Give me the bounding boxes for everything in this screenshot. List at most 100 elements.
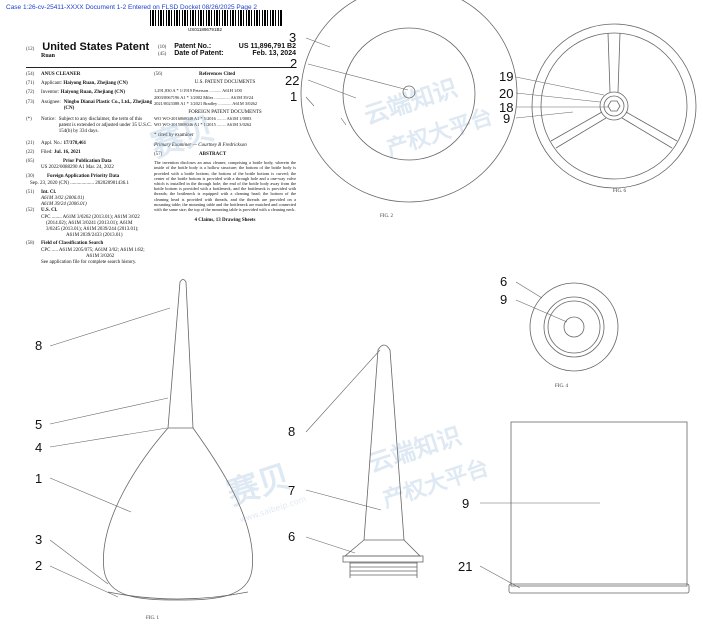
fig7-label-6: 6 <box>288 529 296 544</box>
fig6-hex-hole <box>607 100 621 112</box>
fig1-leader-2 <box>49 565 119 598</box>
fig8-cylinder <box>510 421 688 587</box>
fig2-label-1: 1 <box>290 89 298 104</box>
fig2-leader-3 <box>305 37 331 48</box>
patent-barcode <box>150 10 282 26</box>
foreign-priority: (30)Foreign Application Priority Data Se… <box>26 174 130 186</box>
fig1-leader-1 <box>49 477 132 513</box>
case-header-line: Case 1:26-cv-25411-XXXX Document 1-2 Ent… <box>6 4 257 11</box>
fig2-center-hole <box>402 85 416 99</box>
fig4-leader-9 <box>515 299 568 323</box>
fig7-leader-7 <box>305 489 382 511</box>
fig2-leader-22 <box>307 79 357 99</box>
barcode-number: US011896791B2 <box>188 27 222 32</box>
fig1-leader-4 <box>49 427 168 448</box>
fig1-label-2: 2 <box>35 558 43 573</box>
fig7-leader-8 <box>305 349 381 433</box>
fig8-base-ring <box>508 583 690 594</box>
fig6-hub-outer <box>599 91 629 121</box>
fig4-label-6: 6 <box>500 274 508 289</box>
references-heading: (56)References Cited <box>154 72 236 77</box>
us-cl: (52)U.S. Cl. CPC ........ A61M 3/0262 (2… <box>26 208 140 239</box>
fig6-outer-ring <box>531 23 697 189</box>
field-row: (21)Appl. No.: 17/378,461 <box>26 140 87 146</box>
field-search: (58)Field of Classification Search CPC .… <box>26 241 145 266</box>
fig2-inner-ring <box>342 27 476 161</box>
fig2-leader-1 <box>305 96 315 107</box>
field-row: (71)Applicant: Haiyong Ruan, Zhejiang (C… <box>26 81 128 87</box>
fig1-label-4: 4 <box>35 440 43 455</box>
foreign-docs-list: WO WO-2016068048 A1 * 5/2016 ........ A6… <box>154 116 252 128</box>
fig1-label-3: 3 <box>35 532 43 547</box>
fig4-caption: FIG. 4 <box>555 384 569 389</box>
fig1-leader-3 <box>49 539 109 585</box>
fig6-leader-9 <box>515 111 574 119</box>
fig6-spoke-left <box>550 111 607 149</box>
field-row: (*)Notice:Subject to any disclaimer, the… <box>26 117 152 135</box>
prior-publication: (65)Prior Publication Data US 2022/00882… <box>26 159 114 171</box>
fig6-label-9: 9 <box>503 111 511 126</box>
fig6-leader-20 <box>515 92 601 103</box>
abstract-text: The invention discloses an anus cleaner,… <box>154 160 296 213</box>
fig6-label-18: 18 <box>499 100 514 115</box>
fig2-label-22: 22 <box>285 73 300 88</box>
examiner: Primary Examiner — Courtney B Fredrickso… <box>154 142 247 148</box>
title-page: (12) United States Patent Ruan (10) Pate… <box>26 42 296 274</box>
fig4-leader-6 <box>515 281 543 299</box>
fig1-label-8: 8 <box>35 338 43 353</box>
fig6-spoke-top <box>607 32 621 93</box>
field-row: (73)Assignee:Ningbo Dianai Plastic Co., … <box>26 99 152 111</box>
right-column: (56)References Cited U.S. PATENT DOCUMEN… <box>154 72 296 224</box>
fig4-center-hole <box>563 316 585 338</box>
int-cl: (51)Int. Cl. A61M 3/02 (2006.01) A61M 39… <box>26 189 87 208</box>
fig1-leader-8 <box>49 307 171 347</box>
fig1-label-1: 1 <box>35 471 43 486</box>
title-divider <box>26 67 296 68</box>
fig2-label-2: 2 <box>290 56 298 71</box>
field-row: (54)ANUS CLEANER <box>26 72 81 77</box>
fig7-label-7: 7 <box>288 483 296 498</box>
fig1-label-5: 5 <box>35 417 43 432</box>
fig1-leader-5 <box>49 397 169 425</box>
abstract-heading: (57)ABSTRACT <box>154 152 227 158</box>
fig2-outer-ring <box>300 0 518 203</box>
fig1-bottom-band <box>107 591 249 600</box>
fig1-nozzle <box>167 279 194 429</box>
fig6-leader-19 <box>515 76 605 96</box>
us-docs-list: 1,291,830 A * 1/1919 Peterson ..........… <box>154 88 258 106</box>
fig6-inner-ring <box>540 32 688 180</box>
us-docs-heading: U.S. PATENT DOCUMENTS <box>194 80 256 86</box>
fig6-spoke-right <box>621 111 678 149</box>
patent-number: US 11,896,791 B2 <box>238 43 296 50</box>
fig7-leader-6 <box>305 536 356 554</box>
fig7-label-8: 8 <box>288 424 296 439</box>
fig2-leader-2 <box>307 63 409 91</box>
fig8-leader-21 <box>479 565 521 589</box>
fig8-label-21: 21 <box>458 559 473 574</box>
fig4-inner-ring <box>547 300 601 354</box>
fig4-label-9: 9 <box>500 292 508 307</box>
fig6-label-20: 20 <box>499 86 514 101</box>
fig2-arc-mark <box>340 117 347 126</box>
fig8-label-9: 9 <box>462 496 470 511</box>
fig2-caption: FIG. 2 <box>380 214 394 219</box>
fig7-threads <box>349 562 418 578</box>
title-left: (12) United States Patent Ruan <box>26 41 150 60</box>
fig7-base <box>342 555 424 563</box>
field-row: (72)Inventor: Haiyong Ruan, Zhejiang (CN… <box>26 90 126 96</box>
fig4-outer-ring <box>529 282 619 372</box>
patent-date: Feb. 13, 2024 <box>252 50 296 58</box>
fig6-label-19: 19 <box>499 69 514 84</box>
claims-line: 4 Claims, 13 Drawing Sheets <box>194 218 256 224</box>
fig1-caption: FIG. 1 <box>146 616 160 621</box>
fig6-hub-inner <box>603 95 625 117</box>
left-column: (54)ANUS CLEANER (71)Applicant: Haiyong … <box>26 72 154 266</box>
fig4-middle-ring <box>543 296 605 358</box>
fig6-caption: FIG. 6 <box>613 189 627 194</box>
fig1-bottle-body <box>103 427 253 601</box>
